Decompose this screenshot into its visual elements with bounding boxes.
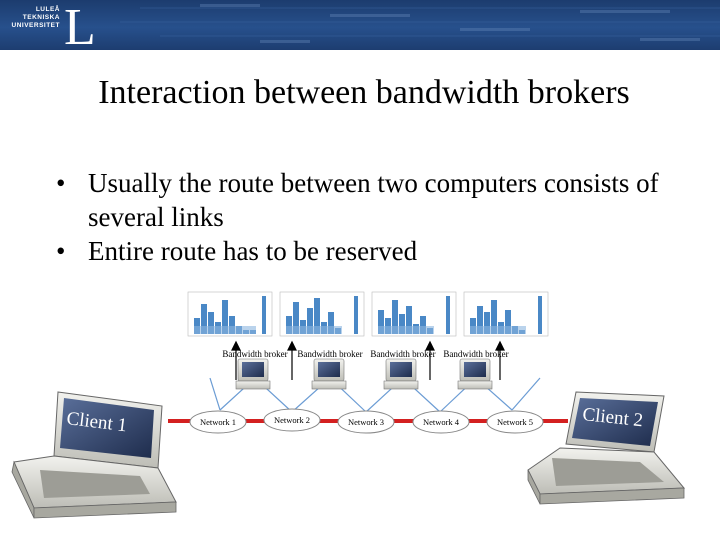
university-name: LULEÅ TEKNISKA UNIVERSITET	[11, 6, 60, 29]
network-label: Network 4	[423, 417, 460, 427]
bandwidth-chart-1	[187, 291, 273, 337]
network-label: Network 2	[274, 415, 310, 425]
network-3: Network 3	[337, 410, 395, 434]
bandwidth-chart-4	[463, 291, 549, 337]
broker-computer-2	[311, 358, 347, 390]
network-label: Network 5	[497, 417, 533, 427]
header-banner: LULEÅ TEKNISKA UNIVERSITET L	[0, 0, 720, 50]
broker-label: Bandwidth broker	[443, 349, 508, 359]
broker-computer-3	[383, 358, 419, 390]
bullet-item: Entire route has to be reserved	[56, 234, 676, 268]
network-diagram: Bandwidth broker Bandwidth broker Bandwi…	[11, 291, 686, 519]
broker-arrows	[231, 340, 505, 380]
network-5: Network 5	[486, 410, 544, 434]
broker-label: Bandwidth broker	[370, 349, 435, 359]
client-1-computer: Client 1	[11, 391, 177, 519]
logo-letter: L	[64, 0, 96, 50]
broker-computer-4	[457, 358, 493, 390]
network-label: Network 1	[200, 417, 236, 427]
university-logo: L	[64, 0, 96, 50]
bullet-item: Usually the route between two computers …	[56, 166, 676, 234]
bullet-list: Usually the route between two computers …	[56, 166, 676, 268]
bandwidth-chart-2	[279, 291, 365, 337]
network-2: Network 2	[263, 408, 321, 432]
client-2-computer: Client 2	[527, 391, 686, 505]
bandwidth-chart-3	[371, 291, 457, 337]
network-1: Network 1	[189, 410, 247, 434]
broker-computer-1	[235, 358, 271, 390]
banner-texture	[120, 4, 720, 43]
slide-title: Interaction between bandwidth brokers	[98, 74, 630, 111]
broker-label: Bandwidth broker	[222, 349, 287, 359]
network-4: Network 4	[412, 410, 470, 434]
broker-label: Bandwidth broker	[297, 349, 362, 359]
network-label: Network 3	[348, 417, 384, 427]
